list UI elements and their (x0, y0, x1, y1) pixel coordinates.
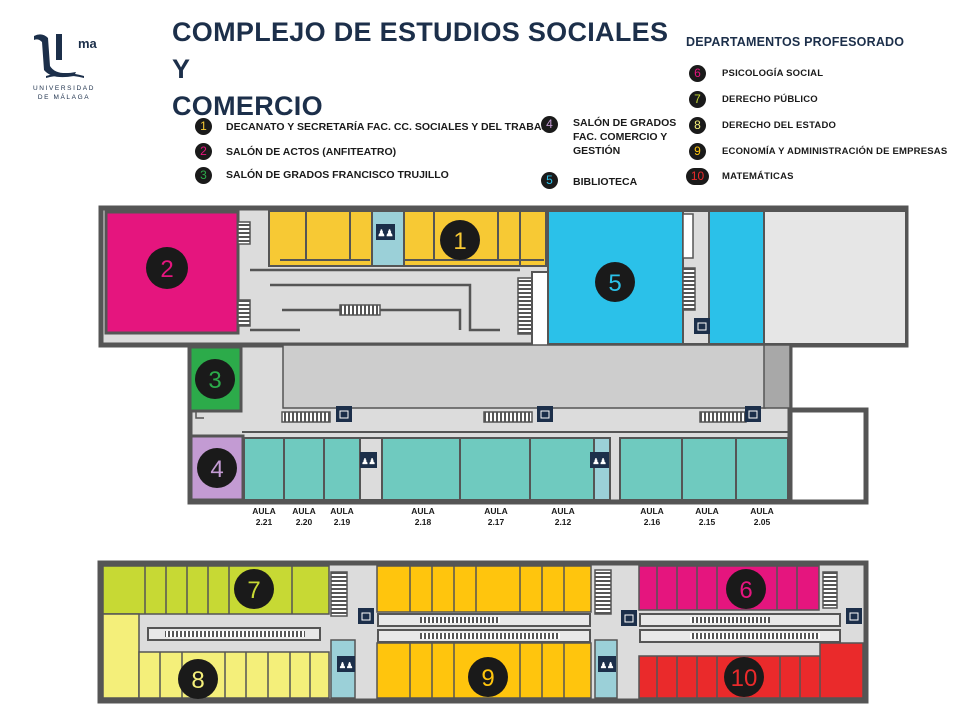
zone-decanato (268, 210, 547, 267)
dept-label-9: ECONOMÍA Y ADMINISTRACIÓN DE EMPRESAS (722, 146, 948, 157)
svg-text:♟♟: ♟♟ (377, 228, 393, 238)
svg-text:♟♟: ♟♟ (592, 457, 606, 466)
university-logo: ma (34, 34, 98, 78)
dept-badge-6: 6 (689, 65, 706, 82)
svg-text:♟♟: ♟♟ (600, 661, 614, 670)
dept-badge-10: 10 (686, 168, 709, 185)
aula-label: AULA (551, 506, 575, 516)
logo-line-2: DE MÁLAGA (37, 94, 91, 101)
restroom-icon (598, 656, 616, 672)
elevator-icon (694, 318, 710, 334)
aula-2-12 (529, 437, 595, 501)
map-number-4: 4 (210, 456, 223, 483)
map-number-2: 2 (160, 256, 173, 283)
aula-label: AULA (252, 506, 276, 516)
map-number-10: 10 (731, 665, 758, 692)
central-courtyard (282, 344, 766, 409)
aula-label: AULA (292, 506, 316, 516)
aula-2-15 (681, 437, 737, 501)
logo-line-1: UNIVERSIDAD (32, 85, 96, 92)
elevator-icon (336, 406, 352, 422)
aula-label: AULA (330, 506, 354, 516)
map-number-5: 5 (608, 270, 621, 297)
zone-derecho-publico (102, 565, 330, 615)
dept-label-10: MATEMÁTICAS (722, 171, 794, 182)
aula-number: 2.16 (644, 517, 661, 527)
logo-text: UNIVERSIDAD DE MÁLAGA (24, 84, 104, 102)
legend-label-3: SALÓN DE GRADOS FRANCISCO TRUJILLO (226, 169, 449, 181)
elevator-icon (745, 406, 761, 422)
legend-label-1: DECANATO Y SECRETARÍA FAC. CC. SOCIALES … (226, 121, 556, 133)
dept-label-8: DERECHO DEL ESTADO (722, 120, 837, 131)
aula-label: AULA (411, 506, 435, 516)
east-annex (787, 407, 869, 505)
dept-badge-8: 8 (689, 117, 706, 134)
elevator-icon (358, 608, 374, 624)
aula-2-19 (323, 437, 361, 501)
aula-2-20 (283, 437, 325, 501)
svg-text:♟♟: ♟♟ (361, 457, 375, 466)
legend-badge-4: 4 (541, 116, 558, 133)
main-building: ♟♟ (98, 205, 909, 527)
map-number-1: 1 (453, 228, 466, 255)
svg-text:♟♟: ♟♟ (339, 661, 353, 670)
aula-number: 2.17 (488, 517, 505, 527)
dept-badge-7: 7 (689, 91, 706, 108)
aula-number: 2.15 (699, 517, 716, 527)
aula-label: AULA (640, 506, 664, 516)
aula-number: 2.05 (754, 517, 771, 527)
legend-badge-2: 2 (195, 143, 212, 160)
aula-2-17 (459, 437, 531, 501)
zone-derecho-estado (102, 613, 140, 699)
dept-label-6: PSICOLOGÍA SOCIAL (722, 68, 824, 79)
aula-label: AULA (750, 506, 774, 516)
map-number-8: 8 (191, 667, 204, 694)
departments-title: DEPARTAMENTOS PROFESORADO (686, 35, 905, 49)
aula-2-16 (619, 437, 683, 501)
page-title: COMPLEJO DE ESTUDIOS SOCIALES Y COMERCIO (172, 14, 672, 125)
restroom-icon (376, 224, 395, 240)
elevator-icon (846, 608, 862, 624)
restroom-icon (337, 656, 355, 672)
aula-2-21 (243, 437, 285, 501)
legend-badge-1: 1 (195, 118, 212, 135)
legend-badge-5: 5 (541, 172, 558, 189)
aula-label: AULA (695, 506, 719, 516)
map-number-9: 9 (481, 665, 494, 692)
aula-number: 2.18 (415, 517, 432, 527)
aula-2-05 (735, 437, 789, 501)
aula-number: 2.12 (555, 517, 572, 527)
restroom-icon (590, 452, 609, 468)
aula-number: 2.19 (334, 517, 351, 527)
map-number-3: 3 (208, 367, 221, 394)
legend-label-4: SALÓN DE GRADOS FAC. COMERCIO Y GESTIÓN (573, 117, 677, 157)
dept-badge-9: 9 (689, 143, 706, 160)
elevator-icon (537, 406, 553, 422)
departments-building: ♟♟ ♟♟ (97, 560, 869, 704)
restroom-icon (360, 452, 377, 468)
aula-2-18 (381, 437, 461, 501)
dept-label-7: DERECHO PÚBLICO (722, 94, 818, 105)
title-line-1: COMPLEJO DE ESTUDIOS SOCIALES Y (172, 17, 669, 84)
elevator-icon (621, 610, 637, 626)
aula-label: AULA (484, 506, 508, 516)
title-line-2: COMERCIO (172, 91, 323, 121)
legend-label-5: BIBLIOTECA (573, 176, 638, 188)
legend-label-2: SALÓN DE ACTOS (ANFITEATRO) (226, 146, 397, 158)
aula-number: 2.20 (296, 517, 313, 527)
legend-badge-3: 3 (195, 167, 212, 184)
map-number-6: 6 (739, 577, 752, 604)
zone-economia-empresas (376, 565, 592, 613)
aula-number: 2.21 (256, 517, 273, 527)
logo-mark: ma (78, 36, 98, 51)
map-number-7: 7 (247, 577, 260, 604)
